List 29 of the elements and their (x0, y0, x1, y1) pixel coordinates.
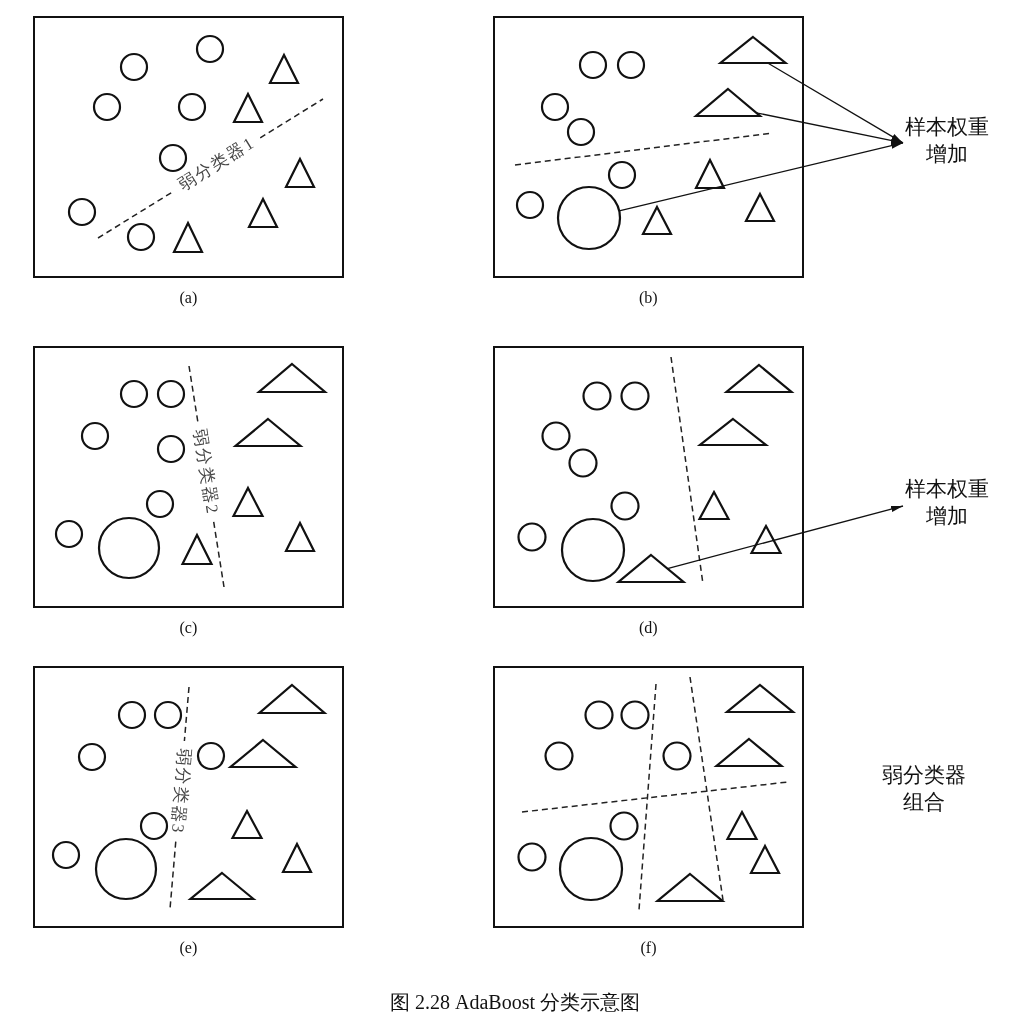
plot-panel (493, 666, 804, 928)
arrow (755, 112, 904, 144)
arrow (618, 142, 904, 212)
triangle-data-point (696, 417, 770, 447)
panel-caption: (a) (179, 288, 198, 308)
triangle-data-point (717, 35, 789, 65)
circle-data-point (556, 185, 622, 251)
classifier-label: 弱分类器1 (175, 133, 259, 195)
plot-panel (493, 16, 804, 278)
plot-panel (33, 16, 344, 278)
triangle-data-point (693, 87, 763, 118)
plot-panel (493, 346, 804, 608)
panel-caption: (d) (639, 618, 658, 638)
triangle-data-point (723, 363, 795, 394)
annotation-text: 样本权重增加 (903, 114, 991, 169)
panel-caption: (c) (179, 618, 198, 638)
classifier-label: 弱分类器2 (189, 427, 222, 517)
arrow (767, 62, 904, 144)
annotation-text: 样本权重增加 (903, 476, 991, 531)
plot-panel (33, 346, 344, 608)
panel-caption: (e) (179, 938, 198, 958)
annotation-text: 弱分类器组合 (881, 762, 967, 817)
arrow (666, 505, 904, 570)
triangle-data-point (615, 553, 687, 584)
panel-caption: (f) (640, 938, 657, 958)
plot-panel (33, 666, 344, 928)
figure-caption: 图 2.28 AdaBoost 分类示意图 (390, 990, 640, 1014)
classifier-label: 弱分类器3 (166, 747, 193, 836)
panel-caption: (b) (639, 288, 658, 308)
